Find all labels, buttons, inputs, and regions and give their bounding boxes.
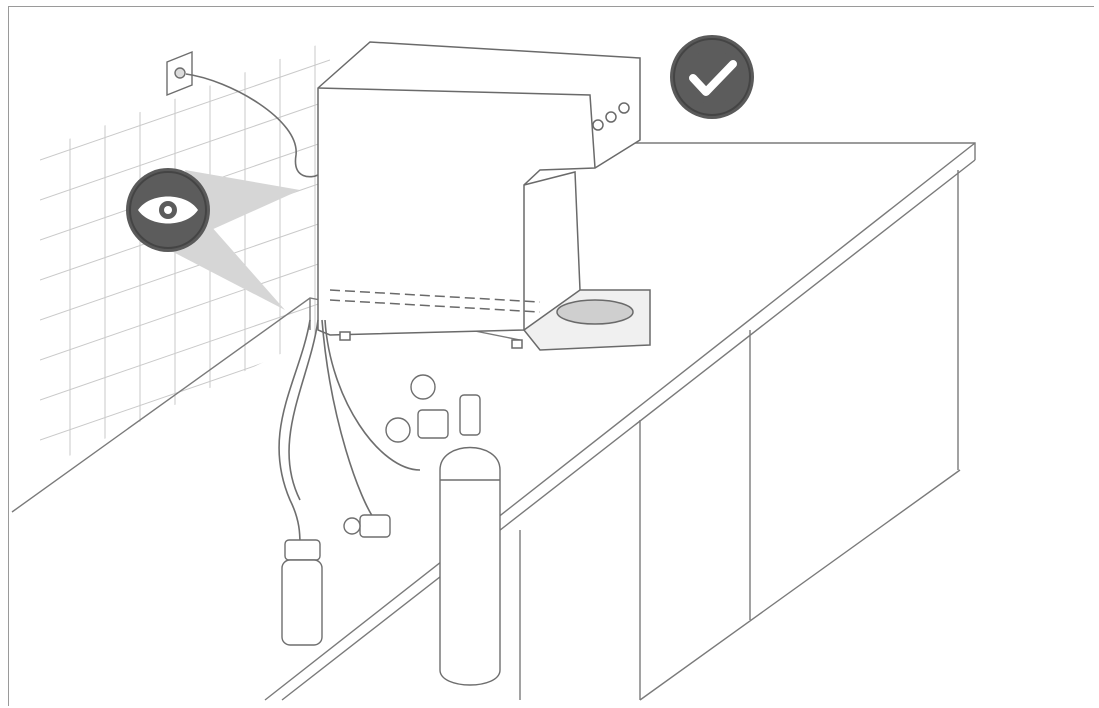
eye-badge [126, 168, 210, 252]
eye-icon [138, 196, 198, 224]
wall-socket [166, 50, 193, 97]
power-cable [185, 73, 319, 178]
co2-pressure-regulator [385, 374, 449, 443]
image-frame [8, 6, 1094, 706]
water-filter [281, 539, 323, 646]
co2-cylinder [439, 394, 501, 686]
checkmark-icon [689, 60, 737, 96]
checkmark-badge [670, 35, 754, 119]
water-dispenser [317, 41, 651, 351]
supply-hoses [278, 319, 421, 546]
angle-valve [343, 514, 391, 538]
